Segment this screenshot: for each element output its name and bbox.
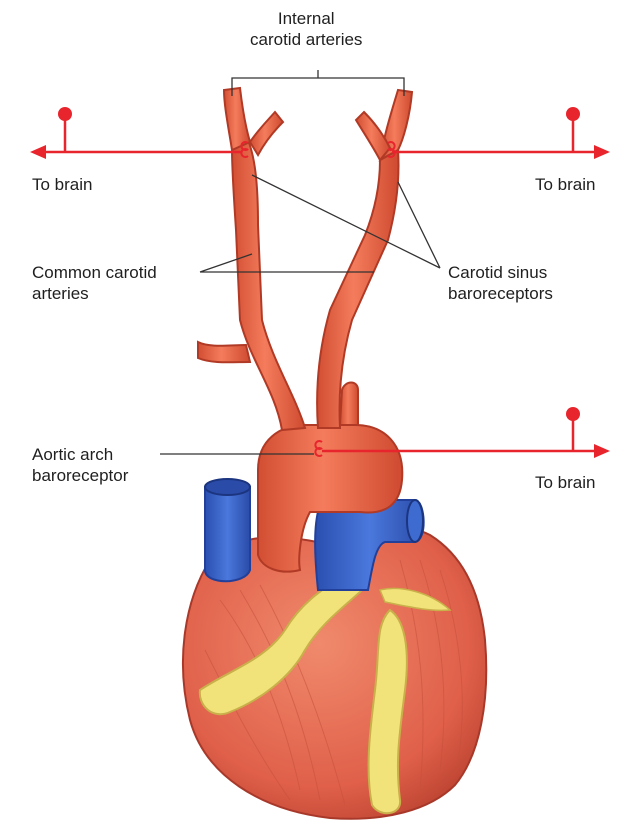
carotid-sinus-label-line2: baroreceptors: [448, 283, 553, 304]
carotid-sinus-label: Carotid sinus baroreceptors: [448, 262, 553, 304]
common-carotid-label-line2: arteries: [32, 283, 157, 304]
to-brain-left-label: To brain: [32, 174, 92, 195]
internal-carotid-label-line1: Internal: [250, 8, 362, 29]
aortic-arch-label-line2: baroreceptor: [32, 465, 128, 486]
to-brain-right-bottom-label: To brain: [535, 472, 595, 493]
arrow-head-icon: [594, 145, 610, 159]
neuron-cell-body-icon: [566, 407, 580, 421]
to-brain-right-top-label: To brain: [535, 174, 595, 195]
aortic-arch-label-line1: Aortic arch: [32, 444, 128, 465]
carotid-sinus-label-line1: Carotid sinus: [448, 262, 553, 283]
neuron-cell-body-icon: [58, 107, 72, 121]
common-carotid-label-line1: Common carotid: [32, 262, 157, 283]
neuron-cell-body-icon: [566, 107, 580, 121]
arrow-head-icon: [594, 444, 610, 458]
common-carotid-label: Common carotid arteries: [32, 262, 157, 304]
internal-carotid-bracket: [232, 70, 404, 96]
internal-carotid-label: Internal carotid arteries: [250, 8, 362, 50]
arrow-head-icon: [30, 145, 46, 159]
superior-vena-cava: [205, 479, 250, 581]
aortic-arch-label: Aortic arch baroreceptor: [32, 444, 128, 486]
carotid-sinus-leader: [252, 175, 440, 268]
internal-carotid-label-line2: carotid arteries: [250, 29, 362, 50]
